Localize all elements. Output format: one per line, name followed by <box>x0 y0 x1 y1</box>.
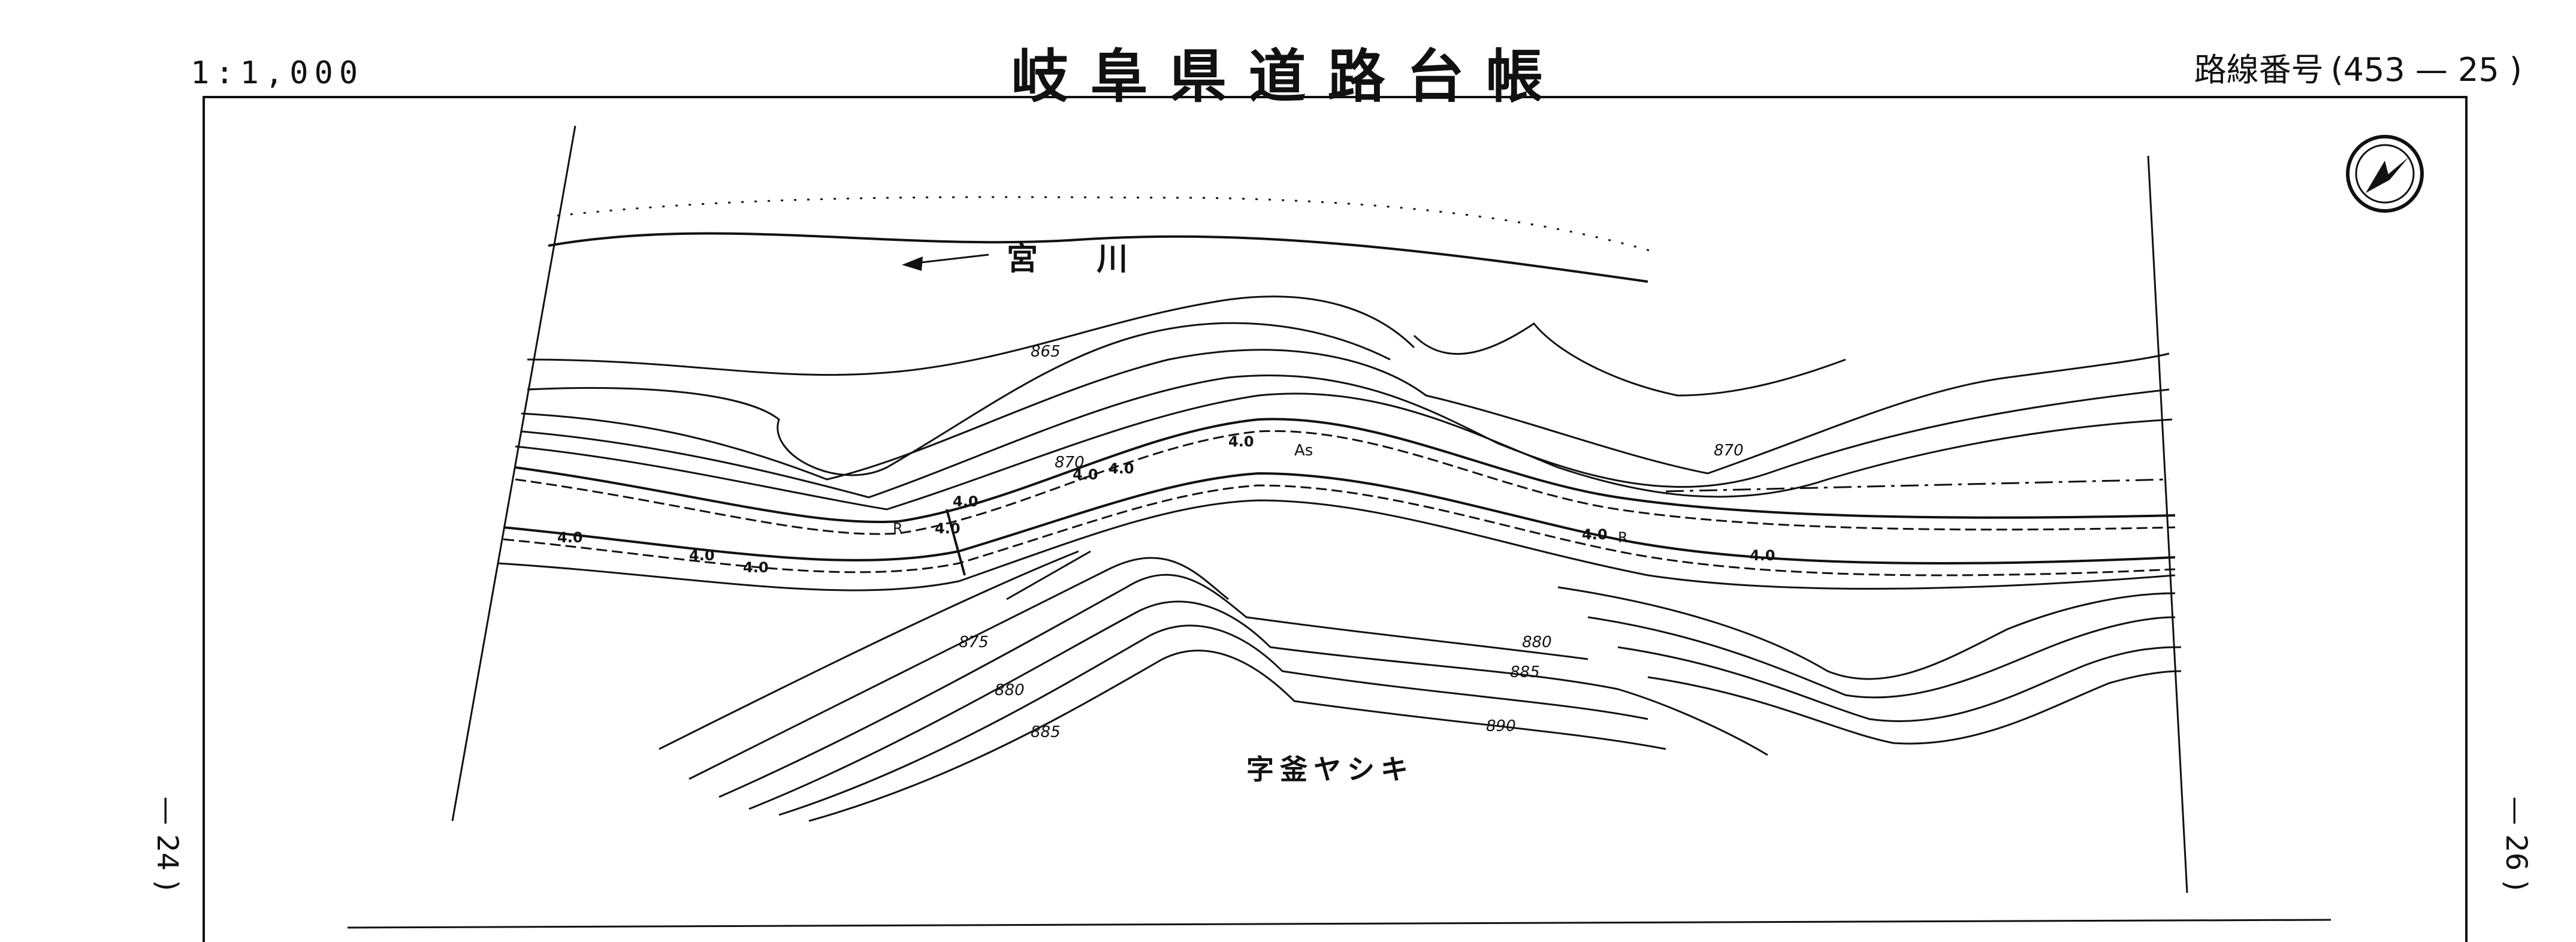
north-arrow-icon <box>2346 135 2424 213</box>
road-edge-north <box>515 418 2176 524</box>
contour-label: 885 <box>1510 663 1540 681</box>
cross-section-line <box>946 509 966 576</box>
slope-contour <box>1587 616 2176 699</box>
road-edge-south <box>503 472 2176 564</box>
road-width-label: 4.0 <box>935 520 961 537</box>
road-width-label: 4.0 <box>1109 460 1134 477</box>
road-width-label: 4.0 <box>1073 466 1098 483</box>
road-edge-north-inner <box>515 430 2176 535</box>
contour-line <box>1413 322 1846 397</box>
map-frame <box>203 96 2468 942</box>
pavement-label: As <box>1294 442 1313 460</box>
slope-contour <box>688 557 1229 780</box>
slope-contour <box>1617 646 2182 722</box>
road-width-label: 4.0 <box>557 529 583 546</box>
contour-label: 865 <box>1031 343 1061 361</box>
road-width-label: 4.0 <box>1750 547 1775 564</box>
contour-label: 885 <box>1031 723 1061 741</box>
retaining-wall <box>1006 550 1091 600</box>
sheet-edge-right <box>2147 155 2188 893</box>
contour-label: 880 <box>1522 633 1552 651</box>
contour-label: 870 <box>1714 442 1744 460</box>
route-value: (453 — 25 ) <box>2330 51 2522 89</box>
road-width-label: 4.0 <box>1228 433 1254 450</box>
slope-contour <box>808 650 1666 822</box>
road-width-label: 4.0 <box>1582 526 1608 543</box>
curve-label: R <box>1618 529 1628 546</box>
road-width-label: 4.0 <box>743 559 769 576</box>
slope-contour <box>748 600 1768 810</box>
contour-line <box>527 295 1415 376</box>
place-label: 字釜ヤシキ <box>1246 753 1414 786</box>
road-width-label: 4.0 <box>953 493 979 510</box>
contour-line <box>515 393 2173 511</box>
page-title: 岐阜県道路台帳 <box>1011 43 1565 110</box>
river-bank-south <box>548 232 1648 283</box>
map-scale: 1:1,000 <box>191 55 364 91</box>
slope-contour <box>1557 586 2176 680</box>
boundary-line <box>1665 478 2170 493</box>
sheet-edge-left <box>451 125 576 822</box>
contour-line <box>521 349 2170 481</box>
bottom-divider <box>347 919 2332 929</box>
contour-label: 875 <box>959 633 989 651</box>
road-width-label: 4.0 <box>689 547 715 564</box>
slope-contour <box>718 573 1589 798</box>
slope-contour <box>1647 670 2182 745</box>
route-number: 路線番号(453 — 25 ) <box>2187 43 2522 90</box>
contour-label: 890 <box>1486 717 1516 735</box>
road-edge-south-inner <box>503 484 2176 576</box>
road-shoulder-south <box>497 499 2176 591</box>
route-label: 路線番号 <box>2194 51 2324 89</box>
curve-label: R <box>893 520 903 537</box>
slope-contour <box>778 624 1648 816</box>
contour-label: 870 <box>1055 454 1085 472</box>
slope-contour <box>659 550 1079 750</box>
river-flow-arrow-icon <box>902 253 989 271</box>
contour-label: 880 <box>995 681 1025 699</box>
river-label: 宮 川 <box>1007 241 1152 277</box>
contour-line <box>527 322 1391 476</box>
contour-line <box>521 375 2170 499</box>
